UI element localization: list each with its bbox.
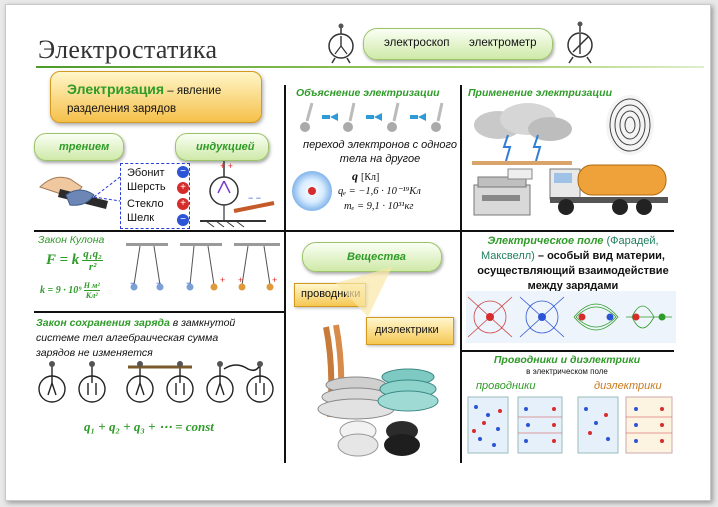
coulomb-constant: k = 9 · 10⁹ Н м² Кл² — [40, 281, 100, 300]
electroscope-icon — [328, 23, 354, 64]
connector-lines — [93, 176, 121, 202]
induction-label: индукцией — [196, 141, 255, 153]
grid-vline-2 — [460, 85, 462, 463]
field-definition: – особый вид материи, осуществляющий вза… — [477, 250, 669, 292]
material-silk: Шелк — [127, 212, 155, 224]
silk-sign: − — [177, 214, 189, 226]
dielectrics-label-box: диэлектрики — [366, 317, 454, 345]
grid-hline-3 — [460, 350, 674, 352]
substances-title: Вещества — [347, 251, 406, 263]
conservation-text-c: зарядов не изменяется — [36, 347, 153, 359]
grid-hline-1 — [34, 230, 674, 232]
devices-pill: электроскоп электрометр — [363, 28, 553, 60]
conductors-dielectrics-illustration — [317, 267, 439, 457]
material-wool: Шерсть — [127, 181, 166, 193]
substances-pill: Вещества — [302, 242, 442, 272]
induction-illustration: + + − − — [200, 161, 275, 228]
slide: Электростатика электроскоп электрометр Э… — [5, 4, 711, 501]
electroscope-label: электроскоп — [384, 37, 450, 49]
conservation-text: Закон сохранения заряда в замкнутой сист… — [36, 316, 282, 361]
lightning-cloud-illustration — [472, 103, 572, 165]
electrometer-icon — [567, 21, 593, 64]
cond-diel-subtitle: в электрическом поле — [526, 367, 608, 376]
field-title: Электрическое поле — [487, 235, 604, 247]
explanation-text: переход электронов с одного тела на друг… — [303, 139, 457, 165]
coulomb-title: Закон Кулона — [38, 234, 105, 246]
glass-sign: + — [177, 198, 189, 210]
friction-label: трением — [59, 141, 110, 153]
tanker-truck-illustration — [549, 164, 668, 215]
electrification-definition: – явление разделения зарядов — [67, 85, 222, 115]
coulomb-constant-denominator: Кл² — [85, 291, 98, 300]
conservation-text-a: в замкнутой — [169, 317, 236, 329]
dielectrics-label: диэлектрики — [375, 324, 439, 336]
conservation-text-b: системе тел алгебраическая сумма — [36, 332, 219, 344]
field-lines-diagram — [466, 291, 676, 343]
explanation-title: Объяснение электризации — [296, 87, 440, 99]
coulomb-constant-numerator: Н м² — [83, 281, 100, 291]
svg-text:− −: − − — [248, 193, 261, 203]
induction-pill: индукцией — [175, 133, 269, 161]
svg-text:+ +: + + — [220, 161, 233, 171]
application-title: Применение электризации — [468, 87, 613, 99]
cond-diel-title: Проводники и диэлектрики — [493, 354, 641, 366]
conservation-formula: q₁ + q₂ + q₃ + ⋯ = const — [84, 419, 214, 434]
charge-line: q [Кл] — [352, 169, 379, 184]
photocopier-illustration — [473, 168, 533, 216]
coulomb-formula-lhs: F = k — [46, 252, 80, 268]
cond-diel-diagram — [467, 396, 673, 454]
grid-hline-2 — [34, 311, 284, 313]
grid-vline-1 — [284, 85, 286, 463]
page-title: Электростатика — [38, 35, 218, 64]
title-underline — [36, 66, 704, 68]
field-text: Электрическое поле (Фарадей, Максвелл) –… — [468, 234, 678, 294]
electron-charge: qₑ = −1,6 · 10⁻¹⁹Кл — [338, 186, 421, 197]
coulomb-pendulums-diagram — [126, 243, 280, 291]
coulomb-formula-numerator: q₁q₂ — [82, 248, 103, 261]
electron-mass: mₑ = 9,1 · 10³¹кг — [344, 201, 414, 212]
rubbing-hand-illustration — [39, 176, 108, 209]
ball-sign-3: − — [186, 278, 192, 288]
coulomb-constant-lhs: k = 9 · 10⁹ — [40, 285, 82, 296]
fingerprint-icon — [606, 95, 654, 155]
electrometer-label: электрометр — [469, 37, 537, 49]
charge-unit: [Кл] — [361, 172, 380, 183]
conservation-title: Закон сохранения заряда — [36, 317, 170, 329]
ball-sign-6: + — [272, 275, 278, 285]
material-glass: Стекло — [127, 198, 164, 210]
coulomb-formula: F = k q₁q₂ r² — [46, 248, 103, 273]
conservation-electroscopes-diagram — [38, 361, 274, 403]
ebonite-sign: − — [177, 166, 189, 178]
cond-diel-dielectrics: диэлектрики — [594, 380, 662, 392]
field-scientists: (Фарадей, Максвелл) — [481, 235, 659, 262]
friction-pill: трением — [34, 133, 124, 161]
materials-box: Эбонит Шерсть Стекло Шелк − + + − — [120, 163, 190, 229]
material-ebonite: Эбонит — [127, 167, 165, 179]
atom-icon — [292, 171, 332, 211]
coulomb-formula-denominator: r² — [88, 261, 97, 273]
electrification-title: Электризация — [67, 81, 165, 97]
charge-symbol: q — [352, 169, 358, 183]
ball-sign-2: − — [156, 278, 162, 288]
cond-diel-conductors: проводники — [476, 380, 536, 392]
wool-sign: + — [177, 182, 189, 194]
ball-sign-1: − — [130, 278, 136, 288]
electron-transfer-diagram — [300, 102, 444, 132]
ball-sign-5: + — [238, 275, 244, 285]
electrification-card: Электризация – явление разделения зарядо… — [50, 71, 262, 123]
ball-sign-4: + — [220, 275, 226, 285]
